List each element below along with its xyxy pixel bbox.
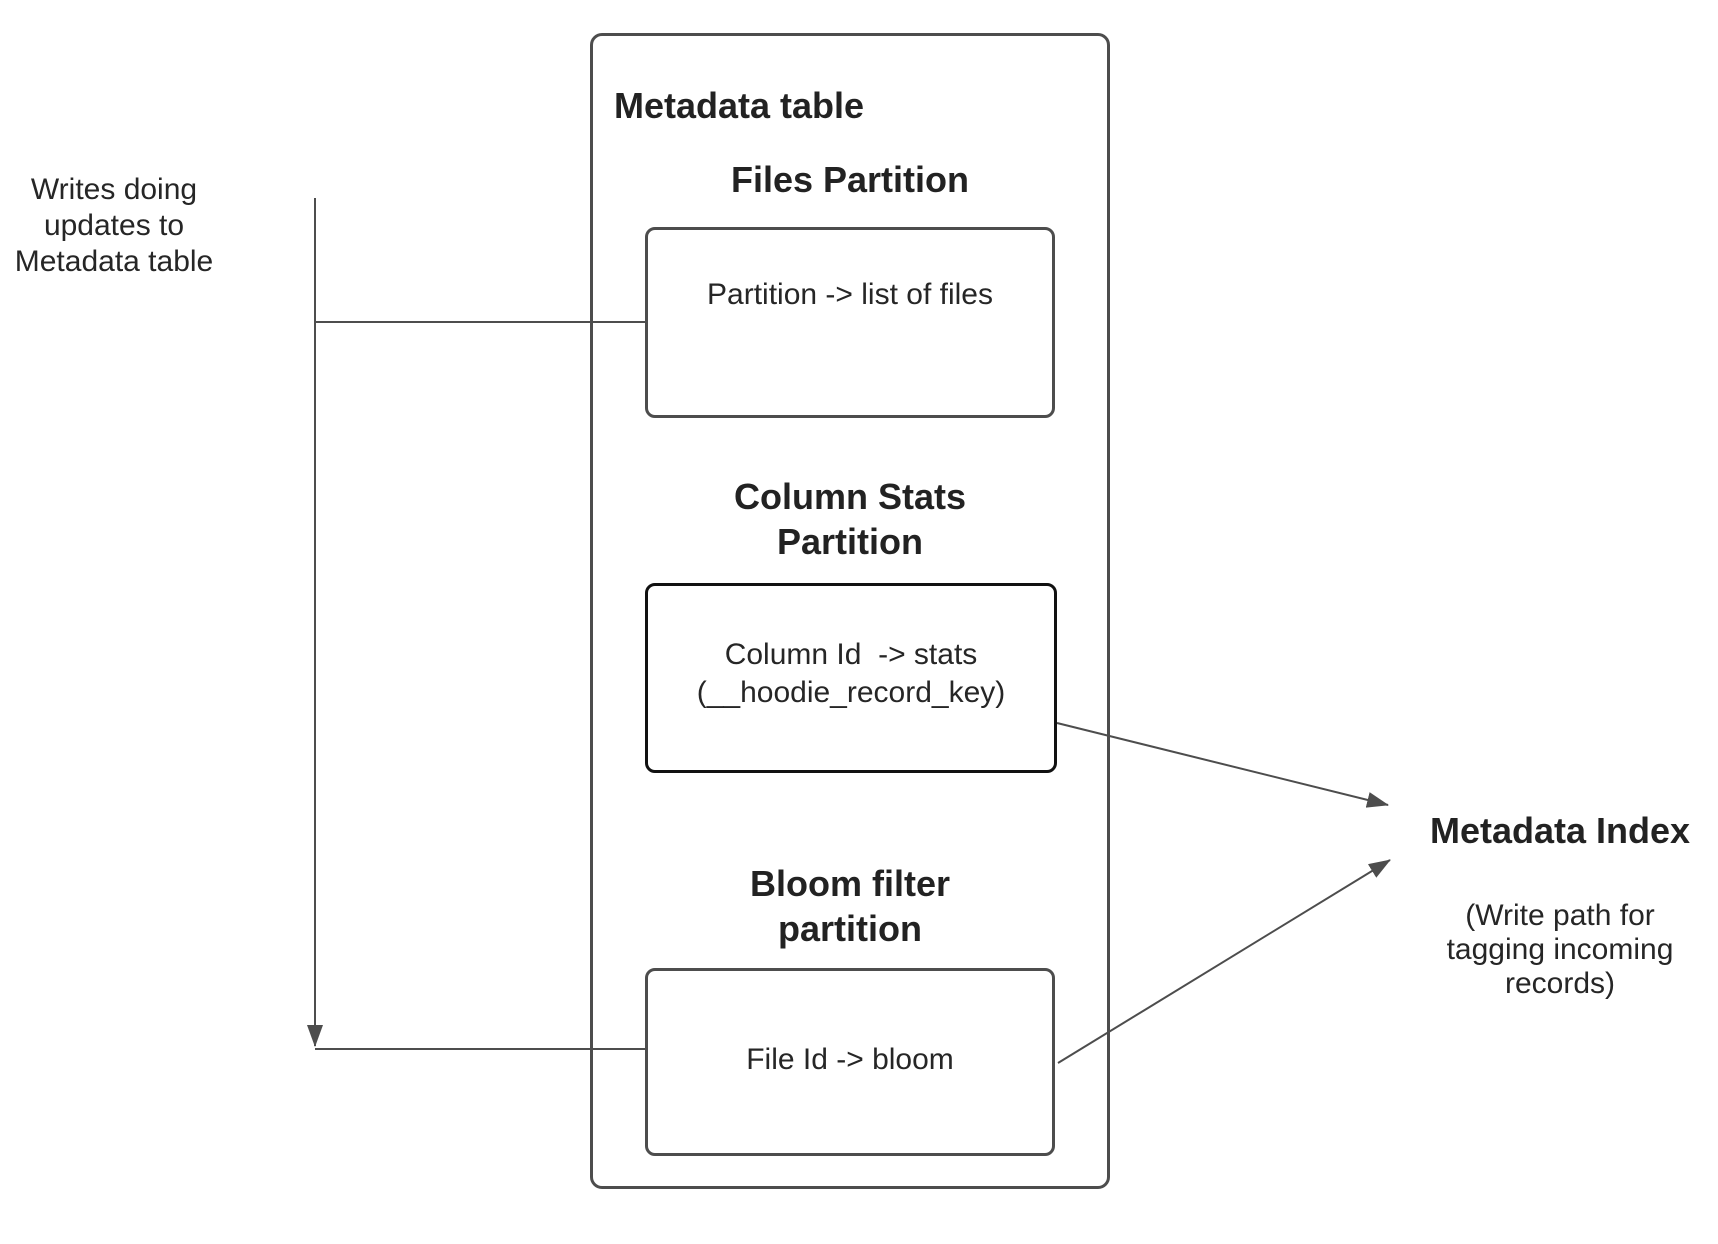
files-partition-box — [645, 227, 1055, 418]
metadata-index-heading: Metadata Index — [1429, 810, 1691, 851]
metadata-table-title: Metadata table — [614, 85, 865, 126]
files-partition-heading: Files Partition — [730, 159, 970, 200]
files-partition-label: Partition -> list of files — [707, 278, 993, 311]
column-stats-partition-label: Column Id -> stats (__hoodie_record_key) — [696, 638, 1006, 709]
column-stats-partition-heading: Column Stats Partition — [733, 476, 966, 562]
metadata-index-subtext: (Write path for tagging incoming records… — [1446, 899, 1674, 1000]
writes-annotation: Writes doing updates to Metadata table — [14, 173, 214, 278]
bloom-filter-partition-box — [645, 968, 1055, 1156]
bloom-filter-partition-heading: Bloom filter partition — [749, 863, 950, 949]
metadata-table-box — [590, 33, 1110, 1189]
bloom-filter-partition-label: File Id -> bloom — [746, 1043, 954, 1076]
column-stats-partition-box — [645, 583, 1057, 773]
